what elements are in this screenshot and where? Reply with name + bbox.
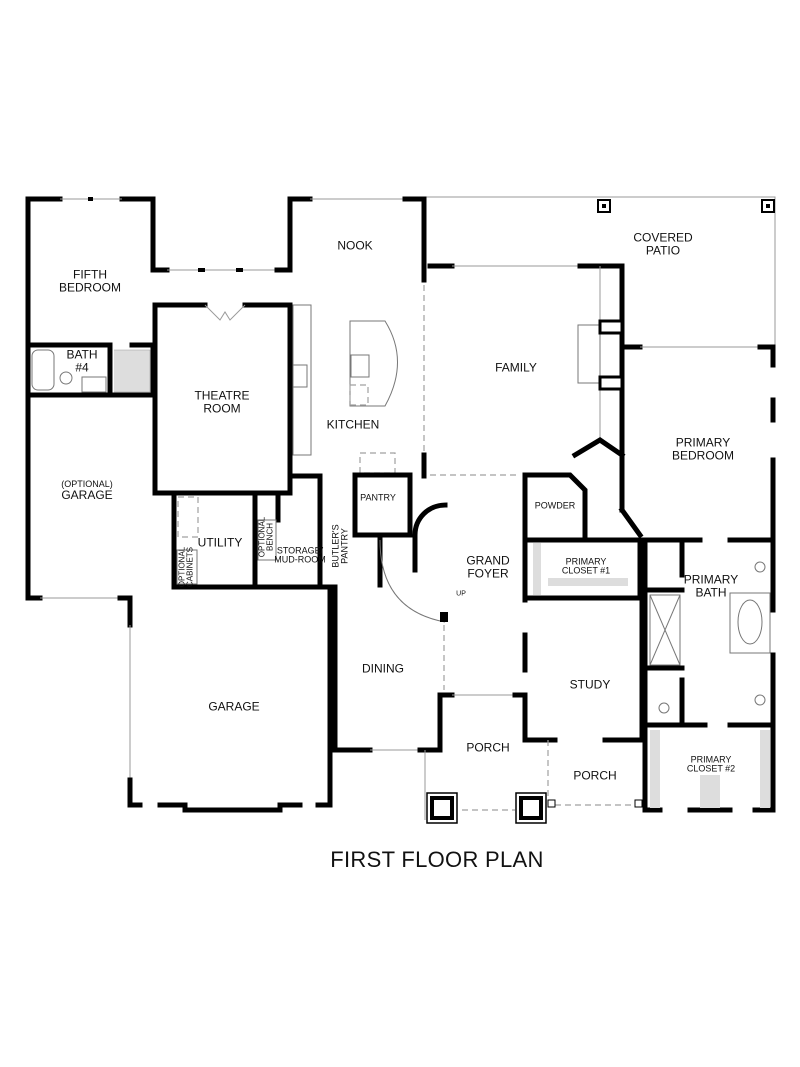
room-label-utility: UTILITY [197,535,243,550]
primary-closet2-line2: CLOSET #2 [686,764,736,774]
optional-garage-walls [25,392,133,780]
room-label-optional-garage: (OPTIONAL) GARAGE [61,478,113,503]
room-label-powder: POWDER [534,500,576,511]
primary-bath-line2: BATH [695,585,727,599]
covered-patio-line2: PATIO [645,243,681,257]
primary-closet1-line2: CLOSET #1 [561,566,611,576]
primary-bedroom-line1: PRIMARY [675,435,731,450]
grand-foyer-line1: GRAND [466,553,510,568]
room-label-primary-bath: PRIMARY BATH [684,573,738,598]
bath4-line2: #4 [75,360,89,374]
theatre-line2: ROOM [203,401,241,415]
storage-line2: MUD-ROOM [274,555,326,565]
room-label-pantry: PANTRY [360,492,396,503]
primary-closet1-line1: PRIMARY [565,556,607,567]
room-label-grand-foyer: GRAND FOYER [466,554,509,579]
plan-title: FIRST FLOOR PLAN [330,847,544,872]
hall-walls [150,267,293,273]
primary-closet2-line1: PRIMARY [690,754,732,765]
covered-patio-outline [425,196,776,345]
theatre-line1: THEATRE [194,388,250,403]
room-label-primary-closet-2: PRIMARY CLOSET #2 [686,754,736,775]
room-label-bath4: BATH #4 [66,348,97,373]
label-optional-bench: OPTIONAL BENCH [258,517,276,557]
butlers-pantry-line2: PANTRY [340,528,350,564]
foyer-walls [332,472,558,753]
grand-foyer-line2: FOYER [467,566,509,580]
room-label-family: FAMILY [495,360,537,375]
optional-garage-line2: GARAGE [61,488,113,503]
kitchen-walls [287,196,427,479]
optional-garage-line1: (OPTIONAL) [61,478,113,489]
covered-patio-line1: COVERED [633,230,693,245]
fifth-bedroom-line1: FIFTH [72,267,107,282]
room-label-covered-patio: COVERED PATIO [633,231,692,256]
primary-bath-line1: PRIMARY [683,572,739,587]
room-label-fifth-bedroom: FIFTH BEDROOM [59,268,121,293]
room-label-primary-bedroom: PRIMARY BEDROOM [672,436,734,461]
stair-up-label: UP [456,590,466,598]
pantry-walls [352,472,448,623]
room-label-primary-closet-1: PRIMARY CLOSET #1 [561,556,611,577]
room-label-study: STUDY [569,677,611,692]
primary-bedroom-walls [571,344,776,543]
porch-outline [424,740,643,824]
family-walls [427,263,625,513]
primary-bedroom-line2: BEDROOM [671,448,735,462]
room-label-porch-side: PORCH [573,768,617,783]
room-label-dining: DINING [362,661,404,676]
garage-walls [127,584,333,813]
utility-walls [171,473,333,590]
room-label-kitchen: KITCHEN [326,417,380,432]
room-label-porch-main: PORCH [466,740,510,755]
optional-cabinets-line2: CABINETS [186,546,195,588]
closet2-walls [642,722,776,813]
room-label-nook: NOOK [337,238,373,253]
storage-line1: STORAGE/ [276,545,324,556]
primary-bath-walls [637,537,776,813]
room-label-garage: GARAGE [208,699,260,714]
label-optional-cabinets: OPTIONAL CABINETS [178,546,196,588]
study-walls [522,595,645,743]
room-label-theatre-room: THEATRE ROOM [194,389,249,414]
room-label-butlers-pantry: BUTLER'S PANTRY [331,524,351,567]
bath4-line1: BATH [66,347,98,362]
room-label-storage-mudroom: STORAGE/ MUD-ROOM [274,545,326,566]
fifth-bedroom-line2: BEDROOM [58,280,122,294]
